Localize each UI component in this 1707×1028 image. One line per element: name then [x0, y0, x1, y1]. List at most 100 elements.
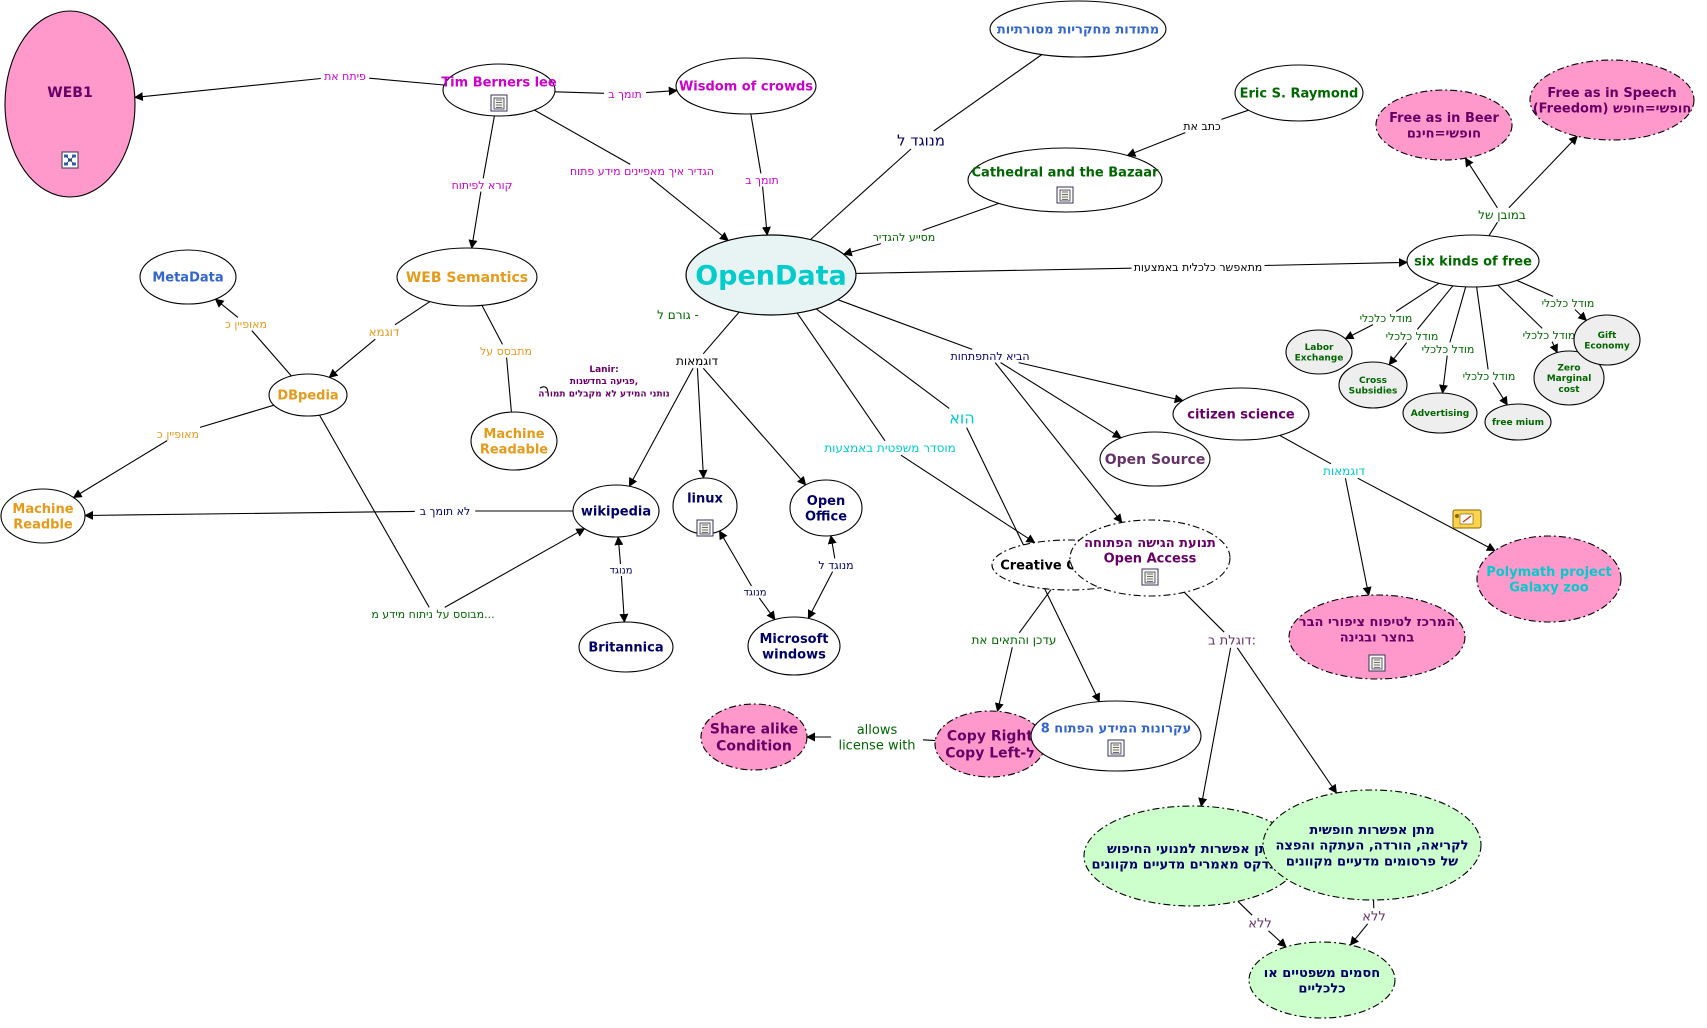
connection-line — [482, 115, 495, 179]
node-metadata[interactable]: MetaData — [139, 249, 237, 305]
connection-line — [84, 510, 415, 520]
document-icon[interactable] — [1056, 186, 1074, 204]
document-icon[interactable] — [490, 94, 508, 112]
connection-line — [1264, 258, 1408, 268]
node-shape — [572, 484, 660, 538]
node-label: citizen science — [1187, 408, 1295, 423]
connection-line — [649, 177, 729, 242]
node-shape — [747, 616, 841, 676]
node-label: WEB1 — [47, 85, 92, 101]
node-eight[interactable]: 8 עקרונות המידע הפתוח — [1030, 700, 1202, 772]
node-shape — [1476, 535, 1622, 623]
node-shape — [789, 479, 863, 537]
node-label: מתודות מחקריות מסורתיות — [997, 23, 1159, 38]
node-opendata[interactable]: OpenData — [685, 234, 857, 316]
network-icon[interactable] — [61, 151, 79, 169]
node-label-line: מתן אפשרות למנועי החיפוש — [1107, 842, 1277, 857]
node-linux[interactable]: linux — [672, 477, 738, 535]
node-speech[interactable]: Free as in Speech(Freedom) חופשי=חופש — [1529, 59, 1695, 141]
node-shape — [268, 373, 348, 417]
document-icon[interactable] — [1141, 568, 1159, 586]
node-shape — [1529, 59, 1695, 141]
link-label-line: גורם ל - — [657, 308, 699, 322]
document-icon[interactable] — [1368, 654, 1386, 672]
node-label-line: Tim Berners lee — [441, 76, 557, 91]
node-label: Tim Berners lee — [441, 76, 557, 91]
connection-line — [900, 454, 1036, 544]
node-label-line: DBpedia — [277, 389, 338, 404]
node-sixfree[interactable]: six kinds of free — [1406, 234, 1540, 288]
node-label-line: Marginal — [1547, 374, 1592, 384]
node-esr[interactable]: Eric S. Raymond — [1234, 64, 1364, 122]
node-label-line: בחצר ובגינה — [1340, 630, 1415, 645]
link-label-l23: מנוגד ל — [818, 559, 853, 572]
node-britannica[interactable]: Britannica — [578, 621, 674, 673]
node-tbl[interactable]: Tim Berners lee — [441, 63, 557, 117]
node-label: 8 עקרונות המידע הפתוח — [1041, 722, 1192, 737]
connection-line — [761, 186, 771, 236]
link-label-l8: מסייע להגדיר — [873, 231, 936, 244]
connection-line — [1395, 282, 1440, 312]
note-lanir: Lanir:פגיעה בחדשנות,נותני המידע לא מקבלי… — [538, 365, 670, 399]
node-label-line: מתן אפשרות חופשית — [1309, 823, 1434, 838]
link-label-line: דוגמאות — [676, 354, 719, 368]
node-advert[interactable]: Advertising — [1402, 392, 1478, 434]
node-shape — [1484, 403, 1552, 441]
connection-line — [1439, 355, 1448, 394]
connection-line — [837, 299, 973, 350]
link-label-line: לא תומך ב — [420, 505, 471, 518]
link-label-line: פיתח את — [324, 70, 366, 83]
node-label-line: Polymath project — [1486, 565, 1612, 580]
node-web1[interactable]: WEB1 — [4, 10, 136, 198]
node-opensource[interactable]: Open Source — [1099, 431, 1211, 487]
node-citizen[interactable]: citizen science — [1172, 387, 1310, 441]
connection-line — [214, 298, 239, 318]
link-label-line: קורא לפיתוח — [452, 179, 513, 192]
connection-line — [1344, 478, 1372, 597]
node-dbpedia[interactable]: DBpedia — [268, 373, 348, 417]
node-shape — [4, 10, 136, 198]
node-label-line: Cathedral and the Bazaar — [972, 166, 1160, 181]
connection-line — [750, 113, 762, 174]
link-label-l6: מנוגד ל — [897, 131, 945, 149]
node-woc[interactable]: Wisdom of crowds — [675, 57, 817, 115]
link-label-l26: עדכן והתאים את — [972, 633, 1057, 647]
node-wikipedia[interactable]: wikipedia — [572, 484, 660, 538]
node-trad[interactable]: מתודות מחקריות מסורתיות — [989, 0, 1167, 58]
note-icon[interactable] — [1452, 509, 1482, 529]
document-icon[interactable] — [696, 519, 714, 537]
node-shape — [1030, 700, 1202, 772]
connection-line — [855, 267, 1132, 274]
node-label: wikipedia — [581, 505, 651, 520]
node-shape — [470, 411, 558, 471]
note-line: נותני המידע לא מקבלים תמורה — [538, 389, 670, 399]
node-websem[interactable]: WEB Semantics — [396, 247, 538, 307]
node-cathedral[interactable]: Cathedral and the Bazaar — [967, 147, 1163, 213]
document-icon[interactable] — [1107, 739, 1125, 757]
link-label-line: ללא — [1248, 917, 1271, 932]
link-label-l5: תומך ב — [745, 174, 778, 187]
link-label-line: מנוגד ל — [818, 559, 853, 572]
node-freemium[interactable]: free mium — [1484, 403, 1552, 441]
